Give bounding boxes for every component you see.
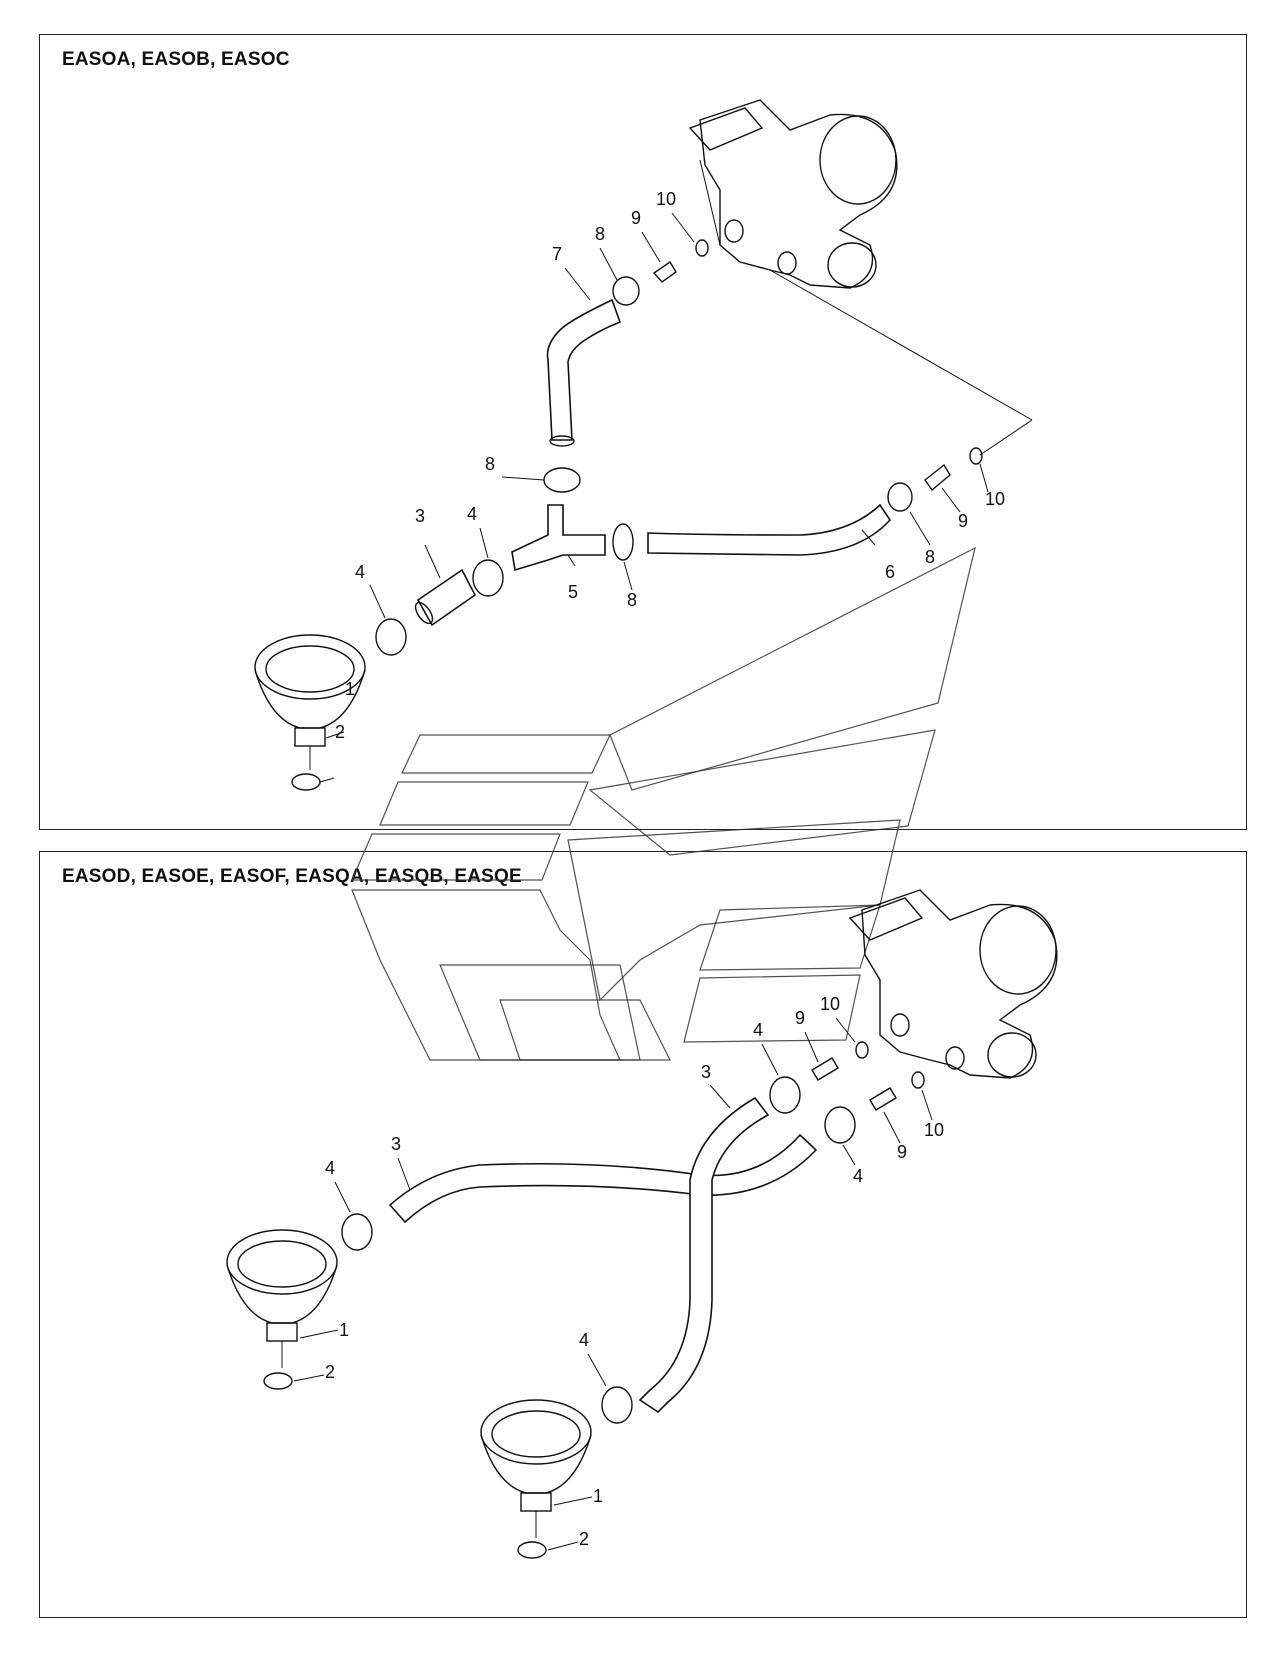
callout-2: 2 xyxy=(579,1529,589,1549)
callout-4: 4 xyxy=(853,1166,863,1186)
callout-10: 10 xyxy=(656,189,676,209)
callout-8: 8 xyxy=(627,590,637,610)
filter-bowl xyxy=(226,1229,338,1390)
bottom-assembly xyxy=(226,889,1058,1559)
callout-6: 6 xyxy=(885,562,895,582)
hose-3 xyxy=(388,1133,818,1224)
top-assembly xyxy=(254,99,1033,791)
leader-lines xyxy=(319,212,989,783)
callout-3: 3 xyxy=(391,1134,401,1154)
callout-labels: 1 2 3 4 4 5 6 7 8 8 8 8 9 9 10 10 1 2 1 2 3 3 4 4 4 4 9 9 10 10 xyxy=(325,189,1005,1549)
callout-7: 7 xyxy=(552,244,562,264)
callout-9: 9 xyxy=(958,511,968,531)
callout-10: 10 xyxy=(924,1120,944,1140)
panel-top: EASOA, EASOB, EASOC xyxy=(39,34,1247,830)
tee-5 xyxy=(511,504,606,572)
clamp-icon xyxy=(341,1076,856,1424)
panel-title: EASOD, EASOE, EASOF, EASQA, EASQB, EASQE xyxy=(62,866,522,887)
fitting-9 xyxy=(652,261,677,283)
callout-4: 4 xyxy=(467,504,477,524)
filter-bowl xyxy=(480,1399,592,1559)
callout-4: 4 xyxy=(325,1158,335,1178)
fitting-9 xyxy=(811,1057,839,1081)
callout-4: 4 xyxy=(753,1020,763,1040)
callout-1: 1 xyxy=(345,679,355,699)
panel-title: EASOA, EASOB, EASOC xyxy=(62,49,290,70)
callout-2: 2 xyxy=(335,722,345,742)
manifold-housing xyxy=(688,99,1033,456)
callout-10: 10 xyxy=(820,994,840,1014)
manifold-housing xyxy=(848,889,1058,1079)
callout-4: 4 xyxy=(355,562,365,582)
callout-9: 9 xyxy=(795,1008,805,1028)
callout-9: 9 xyxy=(631,208,641,228)
fitting-9 xyxy=(924,463,951,492)
callout-4: 4 xyxy=(579,1330,589,1350)
leader-lines xyxy=(293,1017,933,1551)
callout-8: 8 xyxy=(485,454,495,474)
callout-3: 3 xyxy=(415,506,425,526)
filter-bowl xyxy=(254,634,366,791)
hose-6 xyxy=(647,503,892,556)
callout-5: 5 xyxy=(568,582,578,602)
hose-7 xyxy=(546,298,622,441)
callout-1: 1 xyxy=(339,1320,349,1340)
callout-2: 2 xyxy=(325,1362,335,1382)
hose-3 xyxy=(638,1096,770,1414)
callout-9: 9 xyxy=(897,1142,907,1162)
callout-8: 8 xyxy=(595,224,605,244)
callout-1: 1 xyxy=(593,1486,603,1506)
watermark-logo xyxy=(351,546,976,1061)
callout-3: 3 xyxy=(701,1062,711,1082)
callout-8: 8 xyxy=(925,547,935,567)
callout-10: 10 xyxy=(985,489,1005,509)
sleeve-3 xyxy=(416,568,477,627)
panel-bottom: EASOD, EASOE, EASOF, EASQA, EASQB, EASQE xyxy=(39,851,1247,1618)
fitting-9 xyxy=(869,1087,897,1111)
